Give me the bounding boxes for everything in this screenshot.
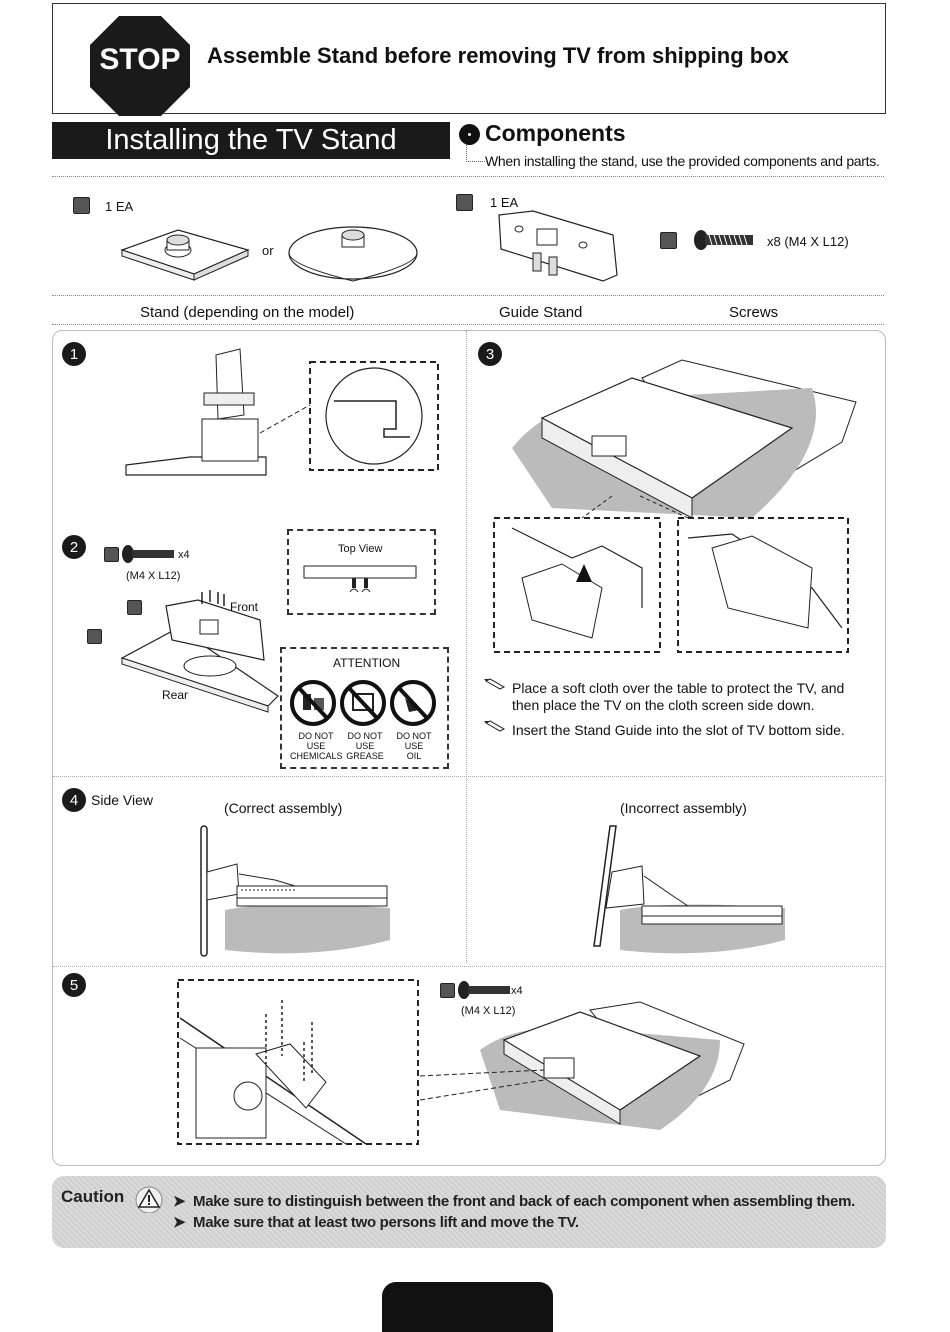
step-1-illustration [120,345,450,480]
guide-caption: Guide Stand [499,304,583,321]
divider [52,295,884,296]
warn-line: DO NOT USE [298,731,334,751]
part-a-icon [87,629,102,644]
step-3-note-1: Place a soft cloth over the table to pro… [512,680,845,713]
step-3-illustration [492,358,858,656]
step-1-number: 1 [62,342,86,366]
warning-icons [289,678,439,728]
incorrect-label: (Incorrect assembly) [620,800,747,816]
step-2-number: 2 [62,535,86,559]
divider [52,176,884,177]
step-3-note-2: Insert the Stand Guide into the slot of … [512,722,845,738]
incorrect-assembly-illustration [590,820,785,960]
part-b-icon [127,600,142,615]
or-label: or [262,243,274,258]
part-c-icon [440,983,455,998]
pencil-icon [484,677,506,691]
top-view-illustration [300,562,420,602]
caution-item: ➤ Make sure that at least two persons li… [173,1214,579,1231]
bullet-icon [459,124,480,145]
row-divider [53,776,883,777]
screws-qty: x8 (M4 X L12) [767,234,849,249]
pencil-icon [484,719,506,733]
top-view-box [287,529,436,615]
front-label: Front [230,600,259,614]
rear-label: Rear [162,688,189,702]
stop-banner [52,3,886,114]
warn-line: DO NOT USE [347,731,383,751]
step-5-overview-illustration [420,1000,746,1142]
step-5-screw-size: (M4 X L12) [461,1005,516,1017]
stop-sign-text: STOP [99,43,181,76]
caution-title: Caution [61,1187,125,1206]
stand-rect-image [118,222,253,282]
stand-caption: Stand (depending on the model) [140,304,355,321]
components-title: Components [485,120,626,146]
step-5-number: 5 [62,973,86,997]
part-c-icon [660,232,677,249]
page-tab [382,1282,553,1332]
caution-item-text: Make sure to distinguish between the fro… [193,1193,855,1210]
side-view-label: Side View [91,792,154,808]
divider [52,324,884,325]
column-divider [466,331,467,963]
part-a-icon [73,197,90,214]
top-view-label: Top View [338,543,383,555]
step-2-screw-size: (M4 X L12) [126,570,181,582]
components-subtitle: When installing the stand, use the provi… [485,153,880,169]
screw-icon [693,228,755,252]
step-5-screw-qty: x4 [511,985,523,997]
step-5-detail-illustration [176,978,421,1148]
warn-line: OIL [406,751,422,761]
screw-icon [457,980,512,1000]
step-2-assembly-illustration [118,580,288,720]
stand-oval-image [287,215,422,285]
steps-frame [52,330,886,1166]
part-b-icon [456,194,473,211]
stop-headline: Assemble Stand before removing TV from s… [207,43,789,68]
attention-title: ATTENTION [333,656,401,670]
guide-qty: 1 EA [490,195,519,210]
row-divider [53,966,883,967]
page-title: Installing the TV Stand [52,122,450,159]
step-4-number: 4 [62,788,86,812]
correct-label: (Correct assembly) [224,800,343,816]
warn-line: CHEMICALS [290,751,343,761]
step-2-screw-qty: x4 [178,549,190,561]
guide-stand-image [493,205,623,285]
caution-band [52,1176,886,1248]
attention-box [280,647,449,769]
warning-triangle-icon [134,1185,164,1213]
part-c-icon [104,547,119,562]
stand-qty: 1 EA [105,199,134,214]
warn-line: GREASE [346,751,384,761]
caution-item-text: Make sure that at least two persons lift… [193,1214,579,1231]
correct-assembly-illustration [195,820,390,960]
leader-line [466,145,485,162]
warn-line: DO NOT USE [396,731,432,751]
step-3-number: 3 [478,342,502,366]
screws-caption: Screws [729,304,779,321]
stop-sign-icon [89,15,191,117]
screw-icon [121,544,176,564]
caution-item: ➤ Make sure to distinguish between the f… [173,1193,855,1210]
